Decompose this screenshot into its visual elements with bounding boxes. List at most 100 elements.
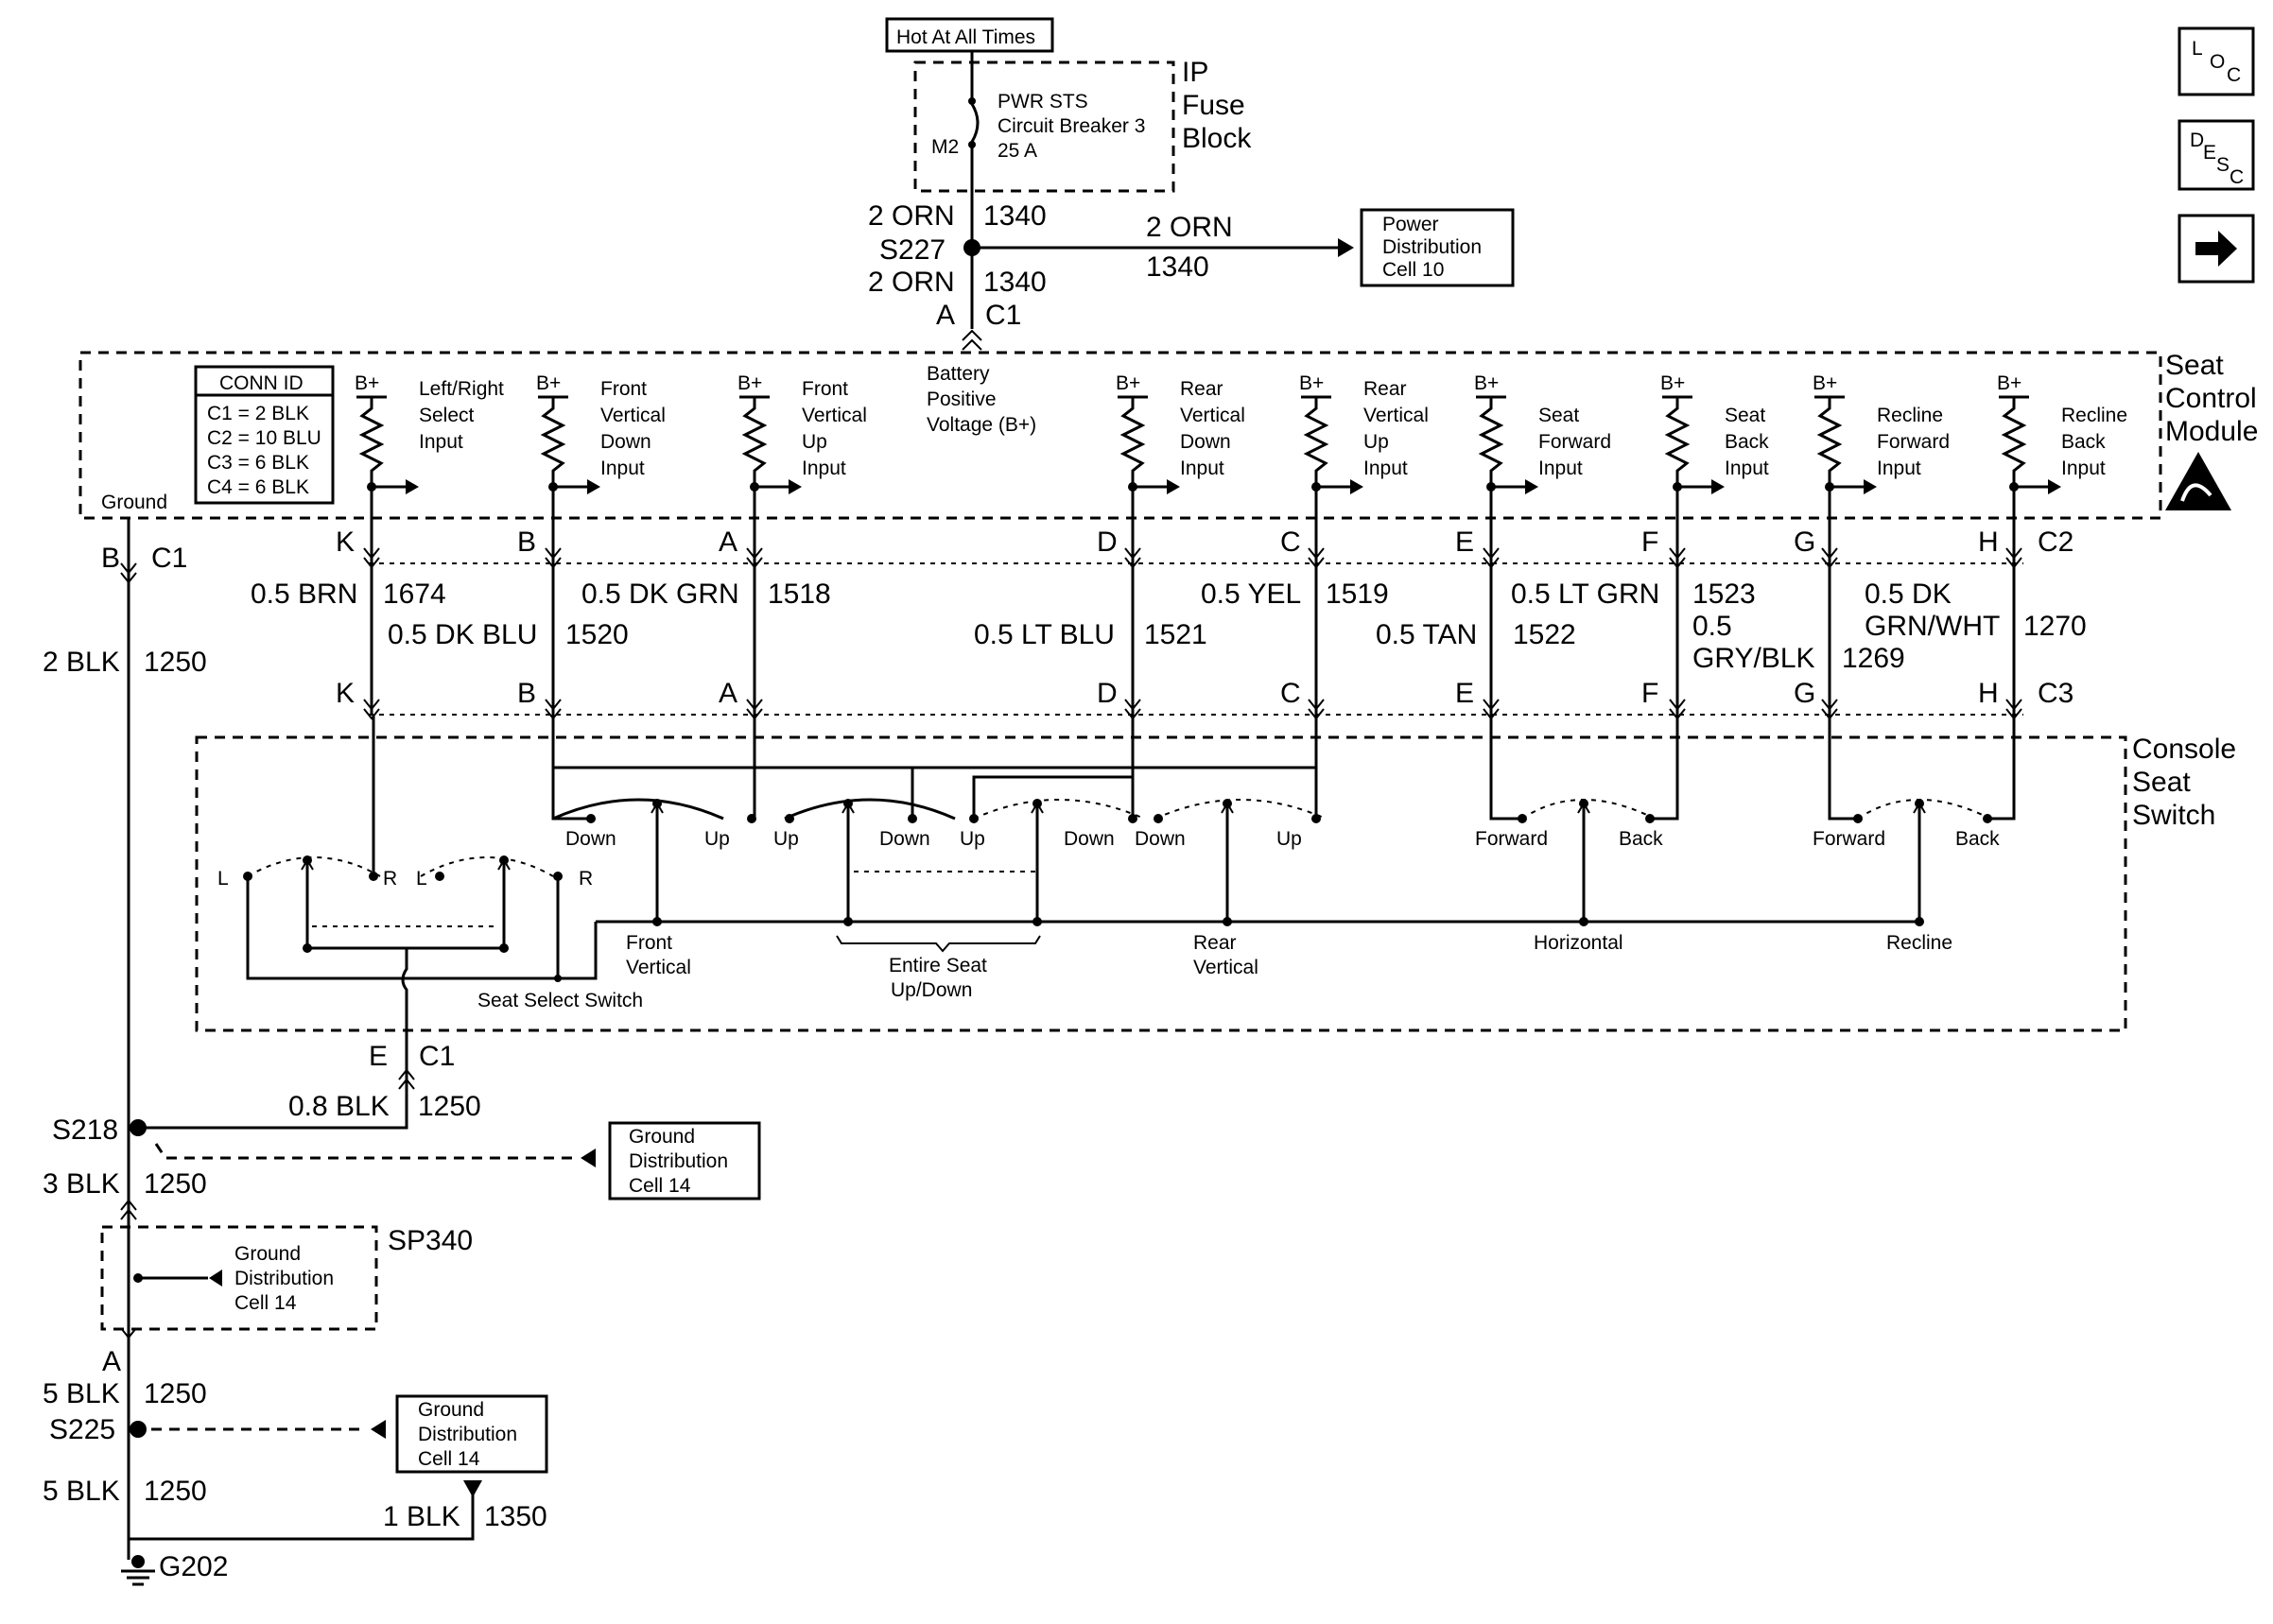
input-arrow-icon bbox=[406, 479, 419, 494]
input-label: Input bbox=[600, 458, 645, 479]
desc-button[interactable]: D E S C bbox=[2178, 119, 2255, 191]
next-button[interactable] bbox=[2178, 214, 2255, 284]
arrow-right-icon bbox=[2195, 231, 2237, 267]
pullup-resistor-icon bbox=[1119, 397, 1146, 715]
ground-circuit-3: 1250 bbox=[144, 1378, 207, 1409]
sp340-outline bbox=[100, 1225, 378, 1331]
svg-text:L: L bbox=[2192, 38, 2203, 60]
pin-label-c2: C bbox=[1280, 527, 1301, 558]
input-label: Vertical bbox=[802, 405, 867, 426]
contact-up-4: Up bbox=[1276, 828, 1302, 850]
hot-at-all-times-label: Hot At All Times bbox=[896, 26, 1035, 48]
ref2-line-1: Ground bbox=[234, 1243, 301, 1265]
branch-circuit: 1340 bbox=[1146, 251, 1209, 283]
contact-back-2: Back bbox=[1955, 828, 2000, 850]
wire-b: 0.5 DK BLU bbox=[388, 619, 537, 650]
ground-circuit-5: 1350 bbox=[484, 1501, 547, 1532]
circuit-c: 1519 bbox=[1326, 579, 1389, 610]
feed-circuit-lower: 1340 bbox=[983, 267, 1047, 298]
input-label: Vertical bbox=[600, 405, 666, 426]
circuit-b: 1520 bbox=[565, 619, 629, 650]
pullup-resistor-icon bbox=[540, 397, 566, 715]
input-arrow-icon bbox=[1167, 479, 1180, 494]
pin-label-c3: E bbox=[1455, 678, 1474, 709]
pin-label-c2: H bbox=[1978, 527, 1999, 558]
feed-conn: C1 bbox=[985, 300, 1021, 331]
input-label: Down bbox=[600, 431, 651, 453]
contact-up-2: Up bbox=[773, 828, 799, 850]
feed-wire-upper: 2 ORN bbox=[868, 200, 955, 232]
console-seat-switch-outline bbox=[195, 735, 2127, 1032]
c1-connector-feed bbox=[962, 329, 982, 351]
circuit-k: 1674 bbox=[383, 579, 446, 610]
ground-wire-1: 2 BLK bbox=[43, 647, 120, 678]
loc-button[interactable]: L O C bbox=[2178, 26, 2255, 96]
svg-text:C: C bbox=[2230, 166, 2244, 188]
switch-title-2: Seat bbox=[2132, 767, 2191, 798]
ground-distribution-ref-3[interactable] bbox=[395, 1394, 548, 1474]
bplus-label: B+ bbox=[1116, 372, 1140, 394]
pin-label-c2: F bbox=[1641, 527, 1658, 558]
svg-text:Power: Power bbox=[1382, 214, 1439, 235]
module-title-2: Control bbox=[2165, 383, 2257, 414]
ground-circuit-4: 1250 bbox=[144, 1476, 207, 1507]
input-label: Vertical bbox=[1180, 405, 1245, 426]
input-label: Rear bbox=[1363, 378, 1407, 400]
power-distribution-ref[interactable] bbox=[1360, 208, 1515, 287]
input-label: Forward bbox=[1877, 431, 1950, 453]
bplus-label: B+ bbox=[1813, 372, 1837, 394]
switch-wiring bbox=[243, 715, 2016, 1049]
wire-g-1: 0.5 bbox=[1692, 611, 1732, 642]
pin-label-c2: G bbox=[1794, 527, 1815, 558]
ref2-line-3: Cell 14 bbox=[234, 1292, 297, 1314]
pullup-resistor-icon bbox=[741, 397, 768, 715]
switch-title-3: Switch bbox=[2132, 800, 2215, 831]
input-arrow-icon bbox=[1525, 479, 1538, 494]
pin-label-c2: K bbox=[336, 527, 355, 558]
pin-label-c2: A bbox=[719, 527, 737, 558]
fuse-block-line-2: Fuse bbox=[1182, 90, 1245, 121]
breaker-name: PWR STS bbox=[998, 91, 1088, 112]
input-arrow-icon bbox=[1711, 479, 1725, 494]
input-arrow-icon bbox=[789, 479, 802, 494]
circuit-g: 1269 bbox=[1842, 643, 1905, 674]
input-label: Recline bbox=[2061, 405, 2127, 426]
input-label: Seat bbox=[1725, 405, 1765, 426]
pullup-resistor-icon bbox=[1664, 397, 1691, 715]
splice-s218 bbox=[130, 1119, 147, 1136]
wire-f: 0.5 LT GRN bbox=[1511, 579, 1659, 610]
input-label: Front bbox=[600, 378, 647, 400]
bplus-label: B+ bbox=[536, 372, 561, 394]
pin-label-c3: G bbox=[1794, 678, 1815, 709]
front-vertical-label-1: Front bbox=[626, 932, 672, 954]
input-label: Input bbox=[1725, 458, 1769, 479]
bplus-label-3: Voltage (B+) bbox=[927, 414, 1036, 436]
contact-r-2: R bbox=[579, 868, 593, 890]
wire-k: 0.5 BRN bbox=[251, 579, 357, 610]
hot-at-all-times-box bbox=[885, 17, 1054, 53]
input-arrow-icon bbox=[587, 479, 600, 494]
ground-wire-e: 0.8 BLK bbox=[288, 1091, 390, 1122]
contact-forward-1: Forward bbox=[1475, 828, 1548, 850]
feed-wire-lower: 2 ORN bbox=[868, 267, 955, 298]
pin-label-c2: B bbox=[517, 527, 536, 558]
contact-back-1: Back bbox=[1619, 828, 1663, 850]
ground-circuit: B C1 2 BLK 1250 E C1 0.8 BLK 1250 S218 3… bbox=[43, 518, 596, 1586]
fuse-block-line-3: Block bbox=[1182, 123, 1252, 154]
seat-select-switch-label: Seat Select Switch bbox=[477, 990, 643, 1011]
input-label: Input bbox=[1363, 458, 1408, 479]
circuit-d: 1521 bbox=[1144, 619, 1207, 650]
pin-label-c3: A bbox=[719, 678, 737, 709]
bplus-label-1: Battery bbox=[927, 363, 990, 385]
ground-e-pin: E bbox=[369, 1041, 388, 1072]
ground-distribution-ref-1[interactable] bbox=[608, 1121, 761, 1201]
wire-d: 0.5 LT BLU bbox=[974, 619, 1115, 650]
contact-down-1: Down bbox=[565, 828, 616, 850]
ref2-line-2: Distribution bbox=[234, 1268, 334, 1289]
pin-label-c2: E bbox=[1455, 527, 1474, 558]
ip-fuse-block-outline bbox=[913, 60, 1175, 193]
input-label: Input bbox=[1877, 458, 1921, 479]
